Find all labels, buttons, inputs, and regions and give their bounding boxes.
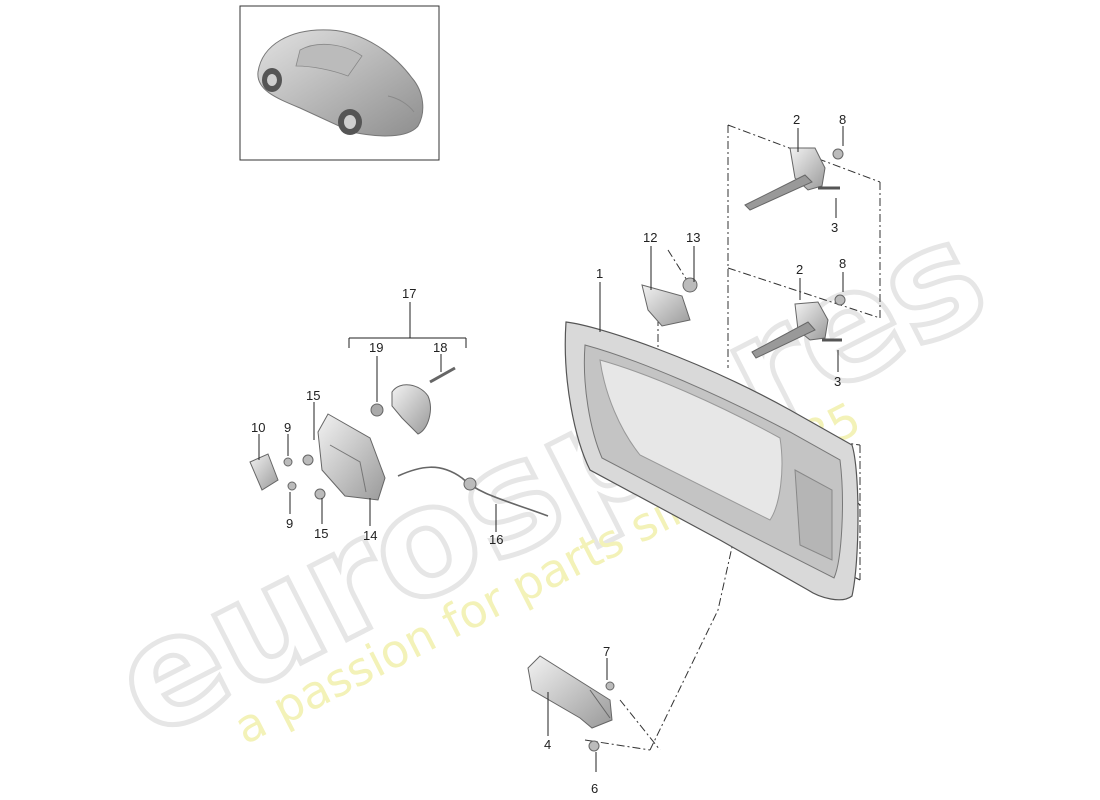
callout-1: 1 [596,266,603,281]
callout-9-lower: 9 [286,516,293,531]
callout-18: 18 [433,340,447,355]
callout-13: 13 [686,230,700,245]
callout-7: 7 [603,644,610,659]
release-cable [397,466,549,517]
door-shell [564,321,859,601]
callout-8-upper: 8 [839,112,846,127]
callout-10: 10 [251,420,265,435]
callout-9-upper: 9 [284,420,291,435]
handle-bracket [370,366,456,435]
striker-plate [249,453,297,491]
callout-17: 17 [402,286,416,301]
callout-4: 4 [544,737,551,752]
callout-16: 16 [489,532,503,547]
callout-labels: 2 8 3 2 8 3 1 12 13 17 19 18 15 10 9 9 1… [251,112,846,796]
callout-14: 14 [363,528,377,543]
bracket [641,277,698,327]
callout-3-lower: 3 [834,374,841,389]
callout-15-lower: 15 [314,526,328,541]
callout-19: 19 [369,340,383,355]
callout-2-lower: 2 [796,262,803,277]
car-thumbnail [239,5,440,161]
lower-hinge [751,294,846,359]
callout-6: 6 [591,781,598,796]
callout-2-upper: 2 [793,112,800,127]
leader-lines [258,126,844,772]
callout-8-lower: 8 [839,256,846,271]
callout-12: 12 [643,230,657,245]
upper-hinge [744,147,844,211]
door-check [527,655,615,752]
car-image [257,29,424,137]
callout-3-upper: 3 [831,220,838,235]
door-lock [302,413,386,501]
callout-15-upper: 15 [306,388,320,403]
